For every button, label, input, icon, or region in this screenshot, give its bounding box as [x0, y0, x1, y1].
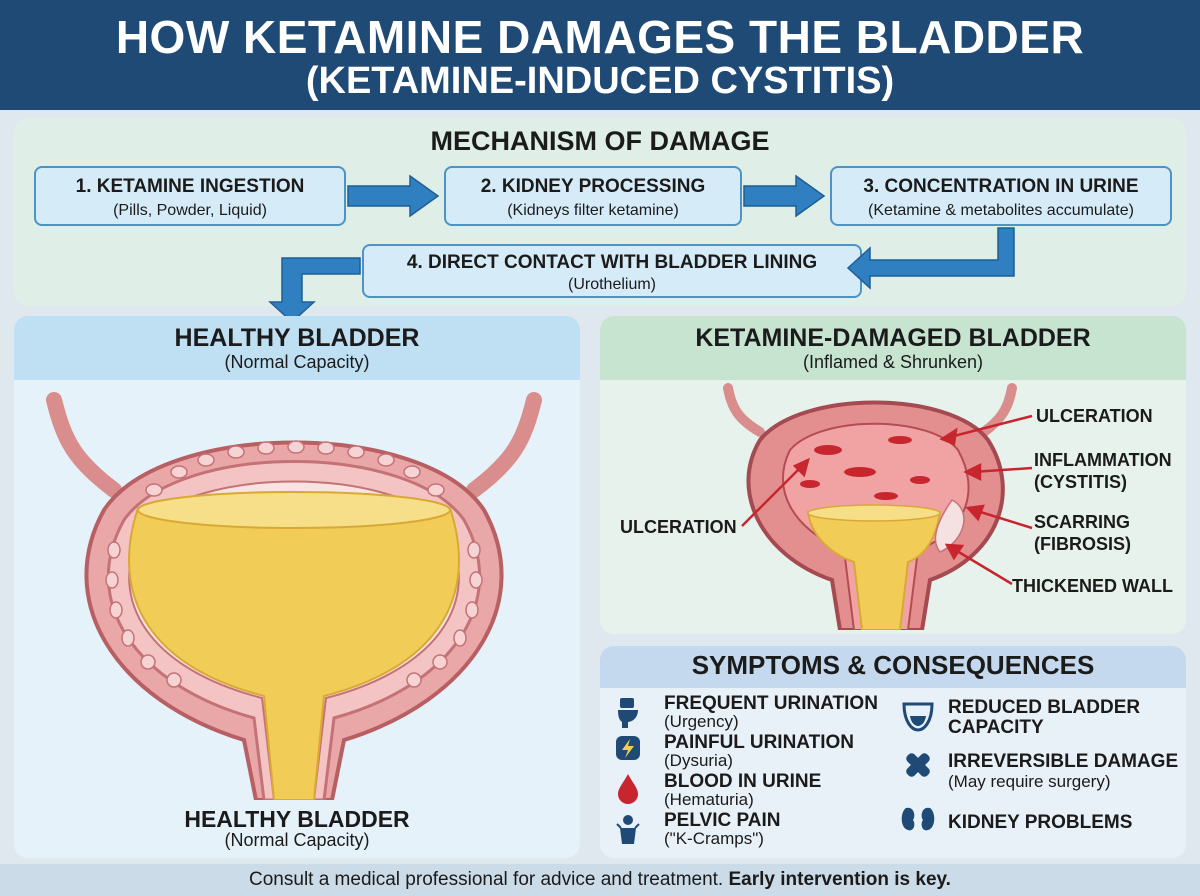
symptom-heading: PELVIC PAIN [664, 810, 781, 831]
callout-arrows [741, 414, 1033, 586]
title-banner: HOW KETAMINE DAMAGES THE BLADDER (KETAMI… [0, 0, 1200, 110]
damaged-bladder-illustration [723, 383, 1033, 630]
symptom-sub: (May require surgery) [948, 772, 1111, 791]
healthy-title: HEALTHY BLADDER [174, 324, 420, 352]
pain-bolt-icon [616, 736, 640, 760]
mechanism-step-4: 4. DIRECT CONTACT WITH BLADDER LINING (U… [362, 244, 862, 298]
step-sub: (Pills, Powder, Liquid) [113, 202, 267, 219]
symptoms-title: SYMPTOMS & CONSEQUENCES [691, 650, 1095, 680]
urine-surface [807, 504, 941, 522]
symptom-icons-right [901, 702, 935, 831]
symptom-heading: PAINFUL URINATION [664, 732, 854, 753]
label-scarring: SCARRING [1034, 512, 1131, 532]
symptom-sub: (Dysuria) [664, 751, 733, 770]
step-sub: (Urothelium) [567, 276, 656, 293]
label-ulceration-left: ULCERATION [620, 517, 737, 537]
symptom-heading: FREQUENT URINATION [664, 693, 878, 714]
right-ureter [466, 392, 542, 498]
damaged-panel-header [600, 316, 1186, 380]
small-urine-volume [806, 511, 942, 630]
healthy-caption-subtitle: (Normal Capacity) [224, 830, 370, 850]
step-heading: 4. DIRECT CONTACT WITH BLADDER LINING [406, 252, 818, 273]
symptom-sub: (Hematuria) [664, 790, 754, 809]
blood-drop-icon [618, 774, 638, 804]
page-title: HOW KETAMINE DAMAGES THE BLADDER [115, 11, 1085, 63]
healthy-bladder-illustration [46, 392, 542, 800]
ulceration-spots [800, 436, 930, 500]
symptom-sub: ("K-Cramps") [664, 829, 764, 848]
label-thickened-wall: THICKENED WALL [1012, 576, 1173, 596]
mechanism-step-1: 1. KETAMINE INGESTION (Pills, Powder, Li… [34, 166, 346, 226]
step-heading: 2. KIDNEY PROCESSING [480, 176, 706, 197]
symptom-sub: (Urgency) [664, 712, 739, 731]
urine-surface [137, 491, 451, 529]
damaged-subtitle: (Inflamed & Shrunken) [802, 352, 984, 372]
mechanism-step-3: 3. CONCENTRATION IN URINE (Ketamine & me… [830, 166, 1172, 226]
arrow-2-to-3 [743, 174, 826, 218]
urine-fill [128, 507, 460, 800]
footer-bold: Early intervention is key. [728, 869, 951, 890]
right-ureter [979, 383, 1017, 437]
shrunken-bladder-icon [902, 702, 934, 732]
healthy-panel-header [14, 316, 580, 380]
footer-note: Consult a medical professional for advic… [0, 864, 1200, 896]
left-ureter [46, 392, 122, 498]
mechanism-arrows [268, 174, 1015, 324]
step-sub: (Ketamine & metabolites accumulate) [868, 202, 1134, 219]
symptom-heading: IRREVERSIBLE DAMAGE [948, 751, 1179, 772]
symptom-heading: KIDNEY PROBLEMS [948, 812, 1133, 833]
broken-bandage-icon [906, 753, 930, 777]
label-cystitis: (CYSTITIS) [1034, 472, 1127, 492]
label-fibrosis: (FIBROSIS) [1034, 534, 1131, 554]
symptom-heading: CAPACITY [948, 717, 1044, 738]
symptoms-header [600, 646, 1186, 688]
symptoms-panel [600, 646, 1186, 858]
healthy-caption-title: HEALTHY BLADDER [184, 806, 410, 832]
pelvic-pain-icon [616, 815, 640, 844]
arrow-4-to-healthy [268, 257, 361, 324]
healthy-subtitle: (Normal Capacity) [224, 352, 370, 372]
fibrosis-patch [934, 499, 965, 553]
symptom-icons-left [616, 698, 640, 844]
step-heading: 3. CONCENTRATION IN URINE [863, 176, 1139, 197]
step-heading: 1. KETAMINE INGESTION [75, 176, 305, 197]
label-ulceration-top: ULCERATION [1036, 406, 1153, 426]
arrow-1-to-2 [347, 174, 440, 218]
urothelium-cells [105, 440, 483, 688]
toilet-icon [618, 698, 638, 728]
step-sub: (Kidneys filter ketamine) [507, 202, 679, 219]
page-subtitle: (KETAMINE-INDUCED CYSTITIS) [305, 60, 895, 102]
arrow-3-to-4 [846, 227, 1015, 290]
symptom-heading: REDUCED BLADDER [948, 697, 1141, 718]
label-inflammation: INFLAMMATION [1034, 450, 1172, 470]
footer-text: Consult a medical professional for advic… [249, 869, 724, 890]
mechanism-step-2: 2. KIDNEY PROCESSING (Kidneys filter ket… [444, 166, 742, 226]
symptom-heading: BLOOD IN URINE [664, 771, 822, 792]
mechanism-title: MECHANISM OF DAMAGE [430, 126, 770, 156]
damaged-title: KETAMINE-DAMAGED BLADDER [695, 324, 1091, 352]
left-ureter [723, 383, 765, 437]
kidneys-icon [901, 807, 935, 831]
